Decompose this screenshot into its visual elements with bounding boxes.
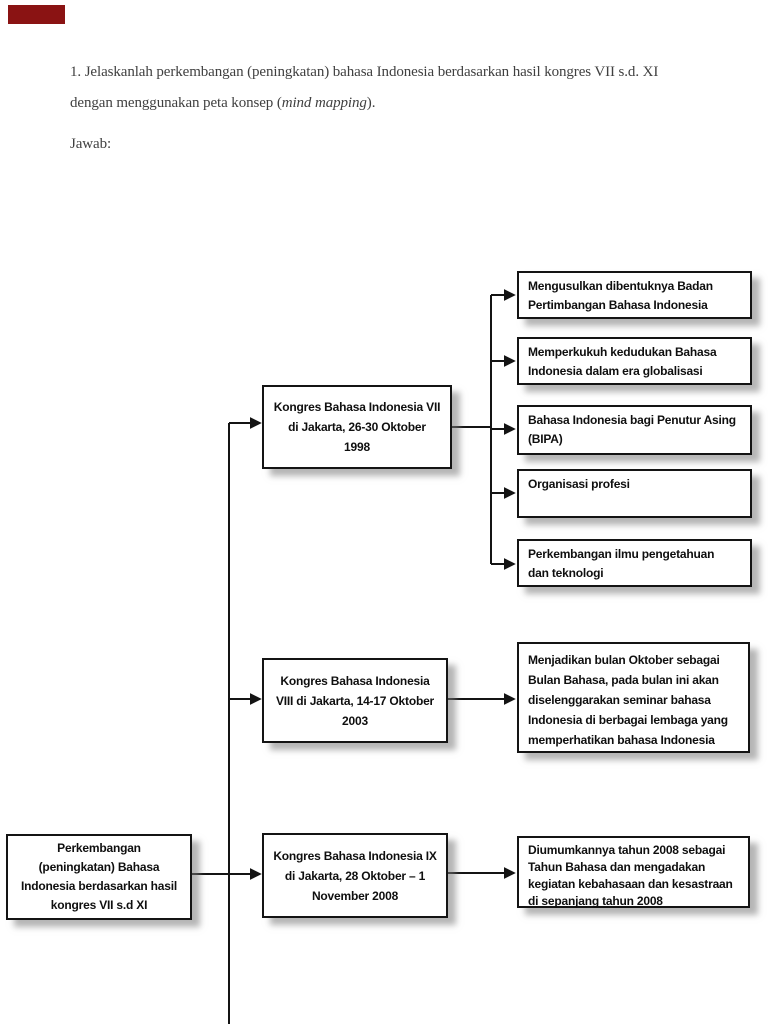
answer-label: Jawab: <box>70 136 112 152</box>
question-text-line2: dengan menggunakan peta konsep (mind map… <box>70 95 375 112</box>
question-line2-italic: mind mapping <box>281 95 367 111</box>
vii-outcome-box-4: Organisasi profesi <box>517 469 752 518</box>
question-text-line1: 1. Jelaskanlah perkembangan (peningkatan… <box>70 64 659 80</box>
vii-outcome-box-3: Bahasa Indonesia bagi Penutur Asing(BIPA… <box>517 405 752 455</box>
question-line2-suffix: ). <box>366 95 376 111</box>
red-corner-mark <box>8 5 65 24</box>
question-line2-prefix: dengan menggunakan peta konsep ( <box>70 95 282 111</box>
